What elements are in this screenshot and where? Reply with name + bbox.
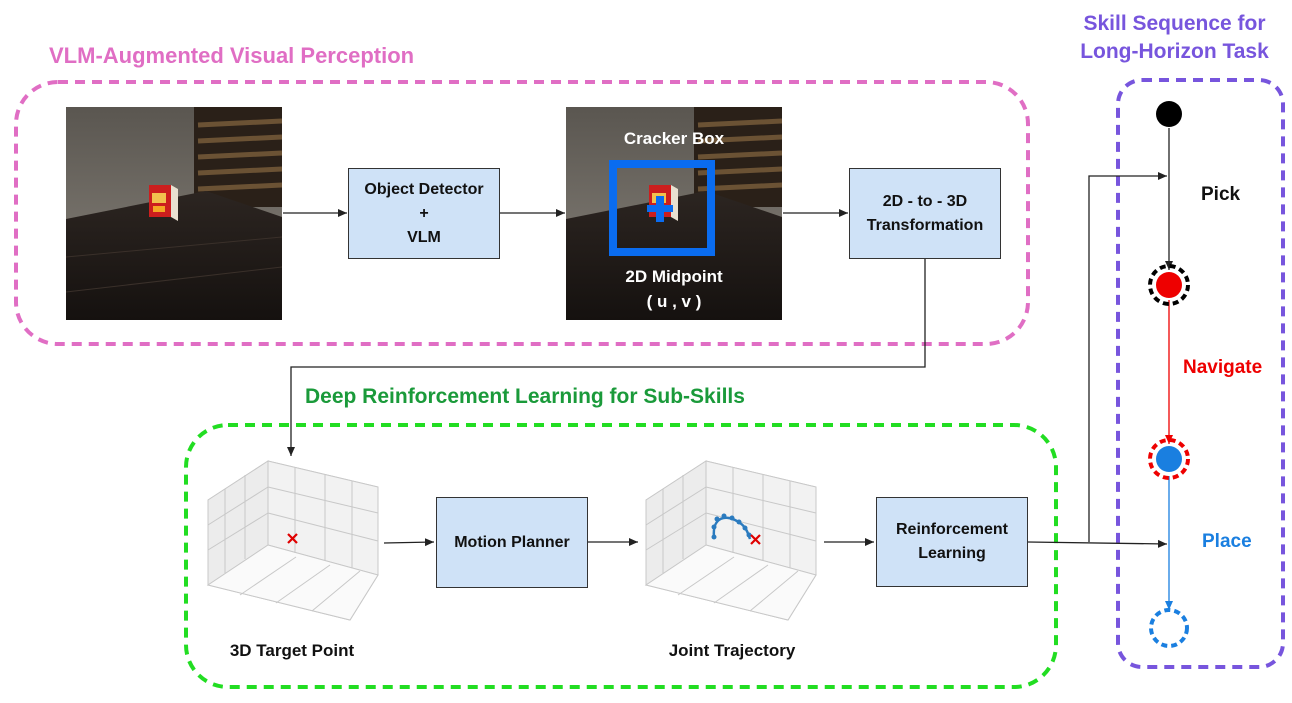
skills-title-line1: Skill Sequence for	[1083, 12, 1266, 35]
skill-pick-label: Pick	[1201, 184, 1241, 205]
target-caption: 3D Target Point	[229, 641, 355, 660]
midpoint-line1: 2D Midpoint	[625, 267, 723, 286]
place-node	[1149, 608, 1189, 648]
scene-image	[66, 107, 282, 320]
detector-line2: +	[419, 204, 429, 222]
pick-node	[1148, 264, 1190, 306]
motion-planner-box: Motion Planner	[436, 497, 588, 588]
perception-title: VLM-Augmented Visual Perception	[49, 43, 415, 68]
trajectory-3d-plot	[644, 460, 817, 621]
motion-planner-label: Motion Planner	[454, 533, 570, 551]
trajectory-caption: Joint Trajectory	[668, 641, 796, 660]
transform-line2: Transformation	[866, 216, 984, 234]
arrow-rl-to-place	[1027, 539, 1168, 548]
transform-line1: 2D - to - 3D	[882, 192, 968, 210]
skills-group	[1116, 78, 1285, 669]
skills-title-line2: Long-Horizon Task	[1080, 40, 1269, 63]
transformation-box: 2D - to - 3D Transformation	[849, 168, 1001, 259]
detector-line1: Object Detector	[364, 180, 484, 198]
crosshair-icon	[647, 196, 673, 222]
object-label: Cracker Box	[623, 129, 725, 148]
midpoint-label: 2D Midpoint ( u , v )	[566, 264, 782, 314]
midpoint-line2: ( u , v )	[646, 292, 702, 311]
arrow-transform-to-target	[287, 259, 926, 456]
start-node	[1156, 101, 1182, 127]
detection-image: Cracker Box 2D Midpoint ( u , v )	[566, 107, 782, 320]
trajectory-curve-icon	[711, 513, 752, 540]
skills-title: Skill Sequence for Long-Horizon Task	[1062, 10, 1287, 66]
rl-line1: Reinforcement	[895, 521, 1009, 538]
detector-line3: VLM	[407, 228, 441, 246]
object-detector-vlm-box: Object Detector + VLM	[348, 168, 500, 259]
drl-group	[184, 423, 1058, 689]
arrow-target-to-planner	[383, 538, 435, 547]
cracker-box-image	[149, 185, 178, 221]
detection-render	[566, 107, 782, 320]
skill-place-label: Place	[1202, 531, 1252, 552]
scene-render	[66, 107, 282, 320]
target-3d-plot	[206, 460, 379, 621]
navigate-node	[1148, 438, 1190, 480]
goal-marker-icon	[750, 534, 761, 545]
reinforcement-learning-box: Reinforcement Learning	[876, 497, 1028, 587]
perception-group	[14, 80, 1030, 346]
target-marker-icon	[287, 533, 298, 544]
arrow-rl-to-pick	[1088, 172, 1167, 542]
skill-navigate-label: Navigate	[1183, 357, 1263, 378]
drl-title: Deep Reinforcement Learning for Sub-Skil…	[305, 385, 745, 408]
rl-line2: Learning	[918, 545, 986, 562]
bounding-box-icon	[609, 160, 715, 256]
